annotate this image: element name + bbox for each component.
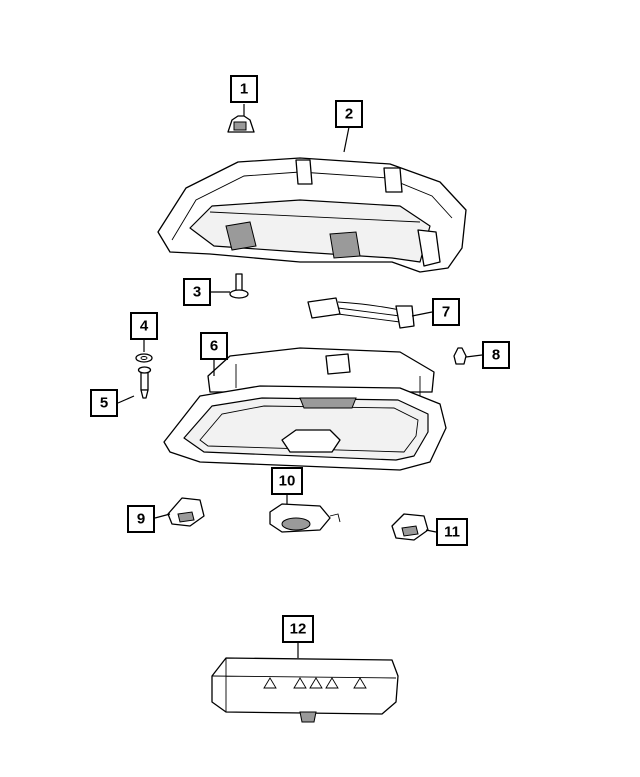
callout-4-label: 4: [140, 318, 149, 335]
callout-8: 8: [482, 341, 510, 369]
callout-10-label: 10: [279, 473, 296, 490]
part-3-screw: [229, 273, 249, 299]
callout-1: 1: [230, 75, 258, 103]
part-10-lamp-module: [269, 503, 341, 533]
callout-6-label: 6: [210, 338, 218, 355]
part-9-lamp: [167, 497, 205, 527]
part-4-washer: [135, 353, 153, 363]
callout-4: 4: [130, 312, 158, 340]
part-7-wiring-harness: [307, 297, 415, 329]
part-2-console-housing: [157, 157, 467, 273]
callout-7-label: 7: [442, 304, 450, 321]
callout-2-label: 2: [345, 106, 353, 123]
callout-12: 12: [282, 615, 314, 643]
leader-lines: [117, 104, 483, 658]
callout-11: 11: [436, 518, 468, 546]
callout-10: 10: [271, 467, 303, 495]
callout-5: 5: [90, 389, 118, 417]
part-8-bulb: [453, 347, 467, 365]
callout-9: 9: [127, 505, 155, 533]
callout-3-label: 3: [193, 284, 201, 301]
callout-1-label: 1: [240, 81, 248, 98]
callout-12-label: 12: [290, 621, 307, 638]
part-1-clip: [227, 115, 255, 133]
callout-6: 6: [200, 332, 228, 360]
callout-2: 2: [335, 100, 363, 128]
callout-9-label: 9: [137, 511, 145, 528]
part-5-bolt: [137, 366, 152, 399]
part-12-switch-bank: [211, 657, 399, 723]
callout-8-label: 8: [492, 347, 500, 364]
part-6-console-frame: [163, 347, 447, 471]
callout-7: 7: [432, 298, 460, 326]
switch-buttons: [263, 677, 367, 689]
callout-3: 3: [183, 278, 211, 306]
callout-5-label: 5: [100, 395, 108, 412]
part-11-lamp: [391, 513, 429, 541]
callout-11-label: 11: [444, 524, 460, 541]
